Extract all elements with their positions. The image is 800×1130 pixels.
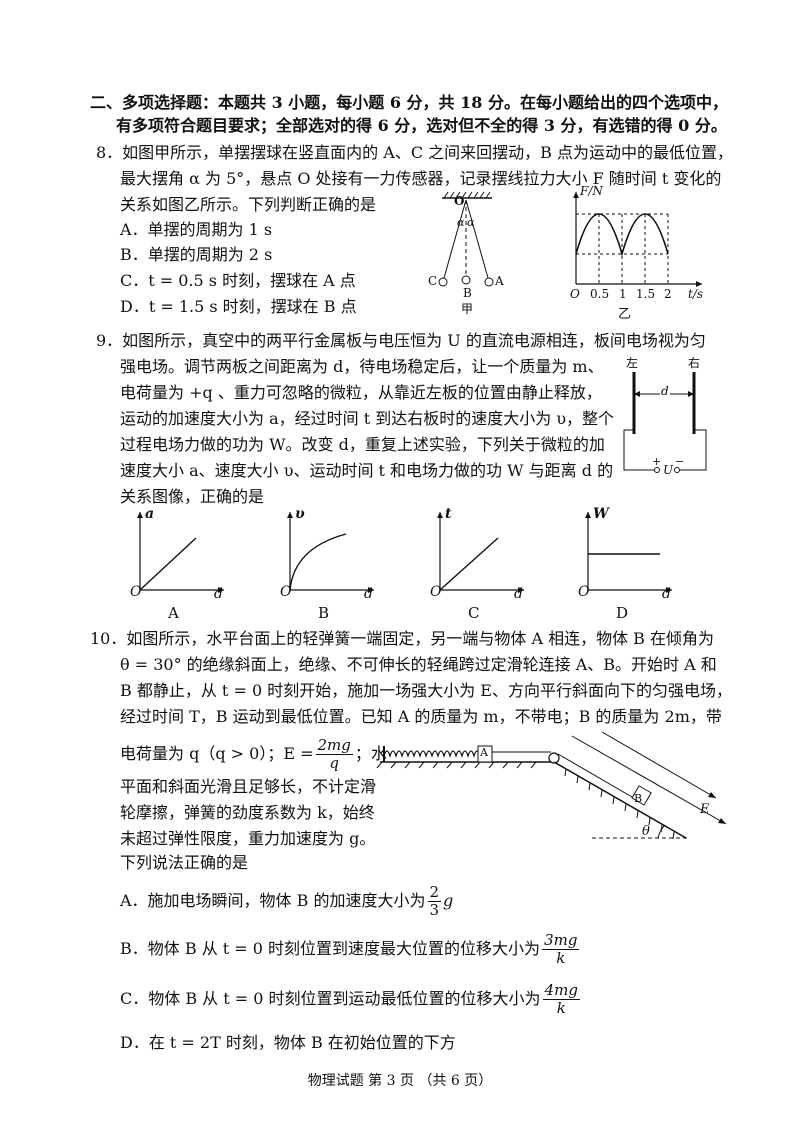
graph-tick-1-5: 1.5 [636, 287, 656, 301]
pendulum-label-alpha1: α [457, 216, 465, 229]
q8-option-d: D．t = 1.5 s 时刻，摆球在 B 点 [120, 297, 357, 316]
graph-d-x-label: d [662, 586, 671, 602]
circuit-label-u: U [663, 463, 674, 477]
block-a-label: A [480, 746, 488, 759]
q10-e-fraction-num: 2mg [315, 736, 353, 755]
graph-a-x-label: d [214, 586, 223, 602]
pendulum-label-c: C [428, 274, 438, 288]
section-title-line1: 二、多项选择题：本题共 3 小题，每小题 6 分，共 18 分。在每小题给出的四… [90, 93, 728, 112]
graph-y-label: F/N [580, 184, 603, 198]
q9-stem-line6: 速度大小 a、速度大小 υ、运动时间 t 和电场力做的功 W 与距离 d 的 [120, 461, 614, 480]
graph-d-caption: D [616, 604, 629, 622]
graph-a-origin: O [130, 584, 142, 600]
graph-x-label: t/s [688, 287, 704, 301]
graph-b-x-label: d [364, 586, 373, 602]
q10-stem-line1: 10．如图所示，水平台面上的轻弹簧一端固定，另一端与物体 A 相连，物体 B 在… [90, 629, 715, 648]
graph-tick-2: 2 [664, 287, 672, 301]
q8-stem-line3: 关系如图乙所示。下列判断正确的是 [120, 195, 377, 214]
q8-option-c: C．t = 0.5 s 时刻，摆球在 A 点 [120, 271, 356, 290]
q10-stem-line9: 下列说法正确的是 [120, 853, 249, 872]
q10-option-b-num: 3mg [542, 931, 580, 950]
capacitor-circuit-figure: 左 右 d + U − [612, 352, 722, 482]
circuit-label-right: 右 [688, 356, 701, 370]
q9-stem-line7: 关系图像，正确的是 [120, 487, 265, 506]
q10-stem-line3: B 都静止，从 t = 0 时刻开始，施加一场强大小为 E、方向平行斜面向下的匀… [120, 681, 732, 700]
graph-c-y-label: t [445, 506, 452, 522]
q10-option-c-text: C．物体 B 从 t = 0 时刻位置到运动最低位置的位移大小为 [120, 989, 541, 1008]
q10-option-b-text: B．物体 B 从 t = 0 时刻位置到速度最大位置的位移大小为 [120, 939, 541, 958]
pendulum-label-b: B [463, 286, 472, 300]
q10-option-a-text: A．施加电场瞬间，物体 B 的加速度大小为 [120, 891, 426, 910]
graph-b-y-label: υ [295, 506, 305, 522]
q10-option-a-num: 2 [427, 883, 442, 902]
q10-option-a-suffix: g [443, 891, 454, 910]
graph-b-origin: O [280, 584, 292, 600]
pendulum-label-alpha2: α [467, 216, 475, 229]
pendulum-caption: 甲 [461, 302, 474, 316]
field-e-label: E [700, 802, 710, 817]
q9-stem-line4: 运动的加速度大小为 a，经过时间 t 到达右板时的速度大小为 υ，整个 [120, 409, 615, 428]
q8-stem-line1: 8．如图甲所示，单摆摆球在竖直面内的 A、C 之间来回摆动，B 点为运动中的最低… [96, 143, 733, 162]
q10-option-b-den: k [556, 949, 566, 967]
angle-theta-label: θ [642, 824, 650, 839]
graph-d-y-label: W [593, 506, 609, 522]
q10-option-c-den: k [556, 999, 566, 1017]
spring-incline-figure: A B E θ [376, 731, 732, 848]
pendulum-label-a: A [495, 274, 504, 288]
q10-option-a-den: 3 [429, 901, 440, 919]
section-title-line2: 有多项符合题目要求；全部选对的得 6 分，选对但不全的得 3 分，有选错的得 0… [116, 116, 727, 135]
q8-option-b: B．单摆的周期为 2 s [120, 245, 273, 264]
circuit-label-left: 左 [626, 356, 639, 370]
graph-b-caption: B [318, 604, 330, 622]
q9-stem-line1: 9．如图所示，真空中的两平行金属板与电压恒为 U 的直流电源相连，板间电场视为匀 [96, 331, 706, 350]
force-time-graph: F/N O 0.5 1 1.5 2 t/s 乙 [562, 184, 712, 322]
graph-c-caption: C [468, 604, 480, 622]
block-b-label: B [634, 792, 643, 805]
q9-stem-line3: 电荷量为 +q 、重力可忽略的微粒，从靠近左板的位置由静止释放， [120, 383, 602, 402]
q10-stem-line6: 平面和斜面光滑且足够长，不计定滑 [120, 777, 377, 796]
circuit-label-plus: + [652, 455, 662, 468]
q10-line5-tail: ；水 [354, 744, 387, 763]
graph-c-x-label: d [514, 586, 523, 602]
pendulum-figure: O α α C B A 甲 [420, 190, 520, 320]
q10-e-fraction-den: q [329, 754, 339, 772]
graph-c-origin: O [430, 584, 442, 600]
q9-stem-line5: 过程电场力做的功为 W。改变 d，重复上述实验，下列关于微粒的加 [120, 435, 605, 454]
q10-stem-line2: θ = 30° 的绝缘斜面上，绝缘、不可伸长的轻绳跨过定滑轮连接 A、B。开始时… [120, 655, 717, 674]
q8-stem-line2: 最大摆角 α 为 5°，悬点 O 处接有一力传感器，记录摆线拉力大小 F 随时间… [120, 169, 722, 188]
graph-d-origin: O [578, 584, 590, 600]
q10-option-c-num: 4mg [542, 981, 580, 1000]
q10-line5-text: 电荷量为 q（q > 0）；E = [120, 744, 314, 763]
page-footer: 物理试题 第 3 页 （共 6 页） [307, 1073, 493, 1089]
q8-option-a: A．单摆的周期为 1 s [120, 220, 273, 239]
graph-option-a: a O d A [126, 506, 236, 624]
graph-tick-1: 1 [619, 287, 627, 301]
graph-caption: 乙 [618, 307, 632, 322]
graph-a-caption: A [168, 604, 179, 622]
q10-stem-line7: 轮摩擦，弹簧的劲度系数为 k，始终 [120, 803, 375, 822]
q10-stem-line4: 经过时间 T，B 运动到最低位置。已知 A 的质量为 m，不带电；B 的质量为 … [120, 707, 722, 726]
graph-option-d: W O d D [574, 506, 684, 624]
graph-option-c: t O d C [426, 506, 536, 624]
circuit-label-minus: − [675, 455, 685, 468]
graph-tick-0-5: 0.5 [590, 287, 610, 301]
pendulum-label-o: O [454, 194, 465, 208]
circuit-label-d: d [660, 384, 670, 398]
q10-stem-line8: 未超过弹性限度，重力加速度为 g。 [120, 829, 376, 848]
q9-stem-line2: 强电场。调节两板之间距离为 d，待电场稳定后，让一个质量为 m、 [120, 357, 604, 376]
q10-option-d: D．在 t = 2T 时刻，物体 B 在初始位置的下方 [120, 1033, 456, 1052]
graph-origin: O [570, 287, 580, 301]
graph-a-y-label: a [145, 506, 155, 522]
graph-option-b: υ O d B [276, 506, 386, 624]
